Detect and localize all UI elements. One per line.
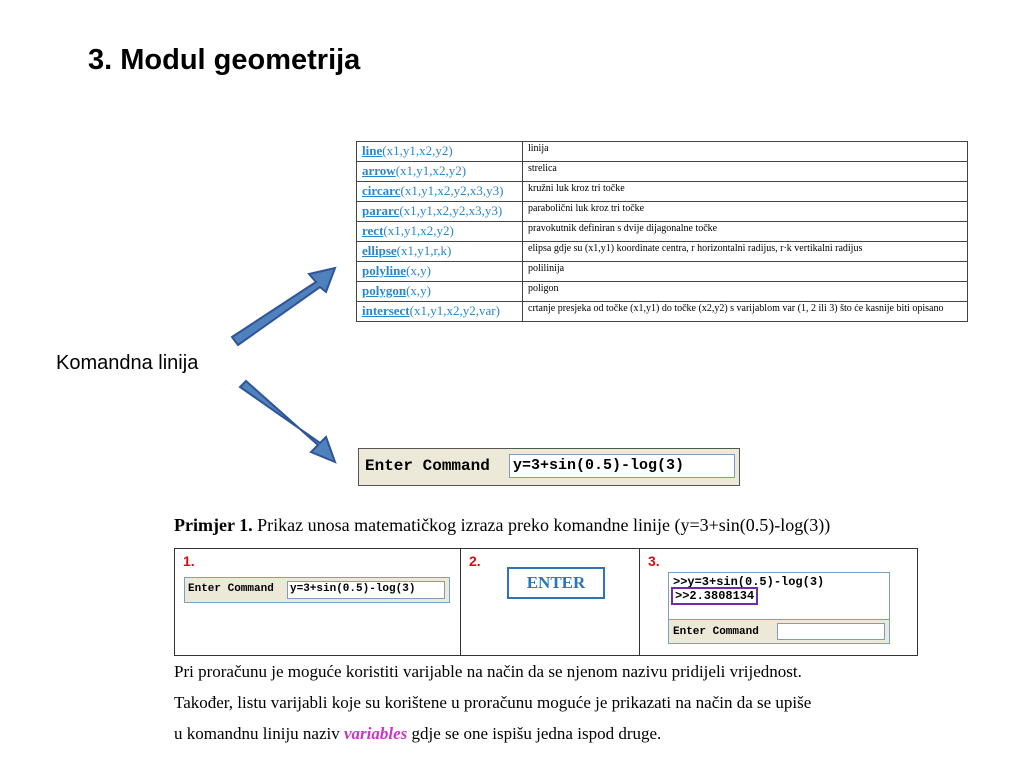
description-line-3-post: gdje se one ispišu jedna ispod druge. xyxy=(407,724,662,743)
slide-title: 3. Modul geometrija xyxy=(88,44,361,76)
step1-command-box: Enter Command y=3+sin(0.5)-log(3) xyxy=(184,577,450,603)
command-args: (x,y) xyxy=(406,283,431,298)
command-description: kružni luk kroz tri točke xyxy=(522,181,968,202)
command-args: (x1,y1,x2,y2,x3,y3) xyxy=(400,183,504,198)
command-row: line(x1,y1,x2,y2)linija xyxy=(356,141,968,162)
command-row: pararc(x1,y1,x2,y2,x3,y3)parabolični luk… xyxy=(356,201,968,222)
description-line-3: u komandnu liniju naziv variables gdje s… xyxy=(174,718,934,749)
step3-command-label: Enter Command xyxy=(673,626,759,638)
step2-panel: 2. ENTER xyxy=(461,549,640,655)
command-args: (x,y) xyxy=(406,263,431,278)
arrow-up-right xyxy=(230,266,337,347)
command-signature: arrow(x1,y1,x2,y2) xyxy=(356,161,523,182)
command-name-link[interactable]: polyline xyxy=(362,263,407,278)
command-args: (x1,y1,x2,y2,x3,y3) xyxy=(399,203,503,218)
step1-command-label: Enter Command xyxy=(188,583,274,595)
command-row: rect(x1,y1,x2,y2)pravokutnik definiran s… xyxy=(356,221,968,242)
step3-command-input[interactable] xyxy=(777,623,885,640)
command-signature: rect(x1,y1,x2,y2) xyxy=(356,221,523,242)
step2-number: 2. xyxy=(469,553,481,569)
command-name-link[interactable]: polygon xyxy=(362,283,407,298)
example-caption: Primjer 1. Prikaz unosa matematičkog izr… xyxy=(174,515,830,536)
description-line-1: Pri proračunu je moguće koristiti varija… xyxy=(174,662,802,681)
step1-panel: 1. Enter Command y=3+sin(0.5)-log(3) xyxy=(175,549,461,655)
example-caption-bold: Primjer 1. xyxy=(174,515,253,535)
command-args: (x1,y1,x2,y2) xyxy=(382,143,453,158)
command-description: poligon xyxy=(522,281,968,302)
command-args: (x1,y1,r,k) xyxy=(396,243,452,258)
command-args: (x1,y1,x2,y2,var) xyxy=(409,303,500,318)
command-signature: pararc(x1,y1,x2,y2,x3,y3) xyxy=(356,201,523,222)
step3-panel: 3. >>y=3+sin(0.5)-log(3) >>2.3808134 Ent… xyxy=(640,549,918,655)
arrow-down-right xyxy=(238,379,337,464)
command-name-link[interactable]: pararc xyxy=(362,203,400,218)
command-signature: polyline(x,y) xyxy=(356,261,523,282)
enter-command-label: Enter Command xyxy=(365,457,490,475)
enter-command-box: Enter Command y=3+sin(0.5)-log(3) xyxy=(358,448,740,486)
step1-number: 1. xyxy=(183,553,195,569)
command-description: linija xyxy=(522,141,968,162)
command-description: parabolični luk kroz tri točke xyxy=(522,201,968,222)
enter-button[interactable]: ENTER xyxy=(507,567,605,599)
command-name-link[interactable]: circarc xyxy=(362,183,401,198)
command-signature: intersect(x1,y1,x2,y2,var) xyxy=(356,301,523,322)
enter-command-input[interactable]: y=3+sin(0.5)-log(3) xyxy=(509,454,735,478)
command-row: arrow(x1,y1,x2,y2)strelica xyxy=(356,161,968,182)
console-input-echo: >>y=3+sin(0.5)-log(3) xyxy=(673,575,825,589)
variables-keyword: variables xyxy=(343,724,408,743)
command-description: elipsa gdje su (x1,y1) koordinate centra… xyxy=(522,241,968,262)
command-description: polilinija xyxy=(522,261,968,282)
command-description: crtanje presjeka od točke (x1,y1) do toč… xyxy=(522,301,968,322)
command-description: strelica xyxy=(522,161,968,182)
command-name-link[interactable]: line xyxy=(362,143,383,158)
command-row: polygon(x,y)poligon xyxy=(356,281,968,302)
description-line-2: Također, listu varijabli koje su korište… xyxy=(174,693,812,712)
command-name-link[interactable]: ellipse xyxy=(362,243,397,258)
step3-command-box: Enter Command xyxy=(668,619,890,644)
command-signature: polygon(x,y) xyxy=(356,281,523,302)
console-result: >>2.3808134 xyxy=(671,587,759,605)
command-signature: ellipse(x1,y1,r,k) xyxy=(356,241,523,262)
command-row: polyline(x,y)polilinija xyxy=(356,261,968,282)
step3-number: 3. xyxy=(648,553,660,569)
command-name-link[interactable]: arrow xyxy=(362,163,396,178)
command-signature: line(x1,y1,x2,y2) xyxy=(356,141,523,162)
step1-command-input[interactable]: y=3+sin(0.5)-log(3) xyxy=(287,581,445,599)
command-name-link[interactable]: intersect xyxy=(362,303,410,318)
example-panels: 1. Enter Command y=3+sin(0.5)-log(3) 2. … xyxy=(174,548,918,656)
command-name-link[interactable]: rect xyxy=(362,223,384,238)
command-args: (x1,y1,x2,y2) xyxy=(383,223,454,238)
command-args: (x1,y1,x2,y2) xyxy=(395,163,467,178)
command-row: ellipse(x1,y1,r,k)elipsa gdje su (x1,y1)… xyxy=(356,241,968,262)
description-text: Pri proračunu je moguće koristiti varija… xyxy=(174,656,934,749)
command-signature: circarc(x1,y1,x2,y2,x3,y3) xyxy=(356,181,523,202)
command-description: pravokutnik definiran s dvije dijagonaln… xyxy=(522,221,968,242)
description-line-3-pre: u komandnu liniju naziv xyxy=(174,724,344,743)
command-row: circarc(x1,y1,x2,y2,x3,y3)kružni luk kro… xyxy=(356,181,968,202)
example-caption-text: Prikaz unosa matematičkog izraza preko k… xyxy=(252,515,831,535)
command-line-label: Komandna linija xyxy=(56,352,199,374)
command-row: intersect(x1,y1,x2,y2,var)crtanje presje… xyxy=(356,301,968,322)
